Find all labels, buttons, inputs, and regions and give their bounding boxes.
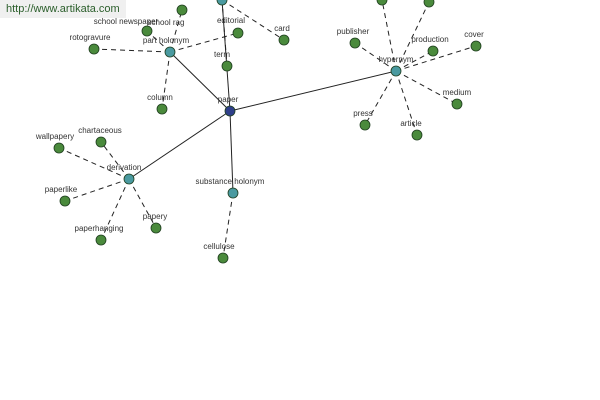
node-label-editorial: editorial xyxy=(217,16,245,25)
node-hyp-top1[interactable] xyxy=(376,0,388,6)
node-label-cellulose: cellulose xyxy=(203,242,235,251)
node-label-column: column xyxy=(147,93,173,102)
node-term-top[interactable] xyxy=(216,0,228,6)
edge-derivation-to-papery xyxy=(128,178,157,229)
site-url-label: http://www.artikata.com xyxy=(0,0,126,18)
edge-paper-to-hypernym xyxy=(229,70,397,112)
node-label-papery: papery xyxy=(143,212,167,221)
node-editorial[interactable] xyxy=(232,27,244,39)
node-cellulose[interactable] xyxy=(217,252,229,264)
node-term[interactable] xyxy=(221,60,233,72)
edge-derivation-to-paperlike xyxy=(64,178,130,202)
node-paper[interactable] xyxy=(224,105,236,117)
edge-hypernym-to-production xyxy=(395,50,434,72)
node-school-newspaper[interactable] xyxy=(141,25,153,37)
edge-derivation-to-paperhanging xyxy=(100,178,130,241)
edge-part_holonym-to-rotogravure xyxy=(93,48,171,53)
edge-paper-to-part_holonym xyxy=(169,51,231,112)
node-label-part-holonym: part holonym xyxy=(143,36,190,45)
node-label-hypernym: hypernym xyxy=(378,55,413,64)
node-label-paperhanging: paperhanging xyxy=(75,224,124,233)
edge-derivation-to-wallpapery xyxy=(58,147,130,180)
node-label-derivation: derivation xyxy=(107,163,142,172)
node-papery[interactable] xyxy=(150,222,162,234)
node-label-wallpapery: wallpapery xyxy=(35,132,74,141)
node-medium[interactable] xyxy=(451,98,463,110)
edge-term_top-to-term xyxy=(221,0,228,67)
node-chartaceous[interactable] xyxy=(95,136,107,148)
edge-paper-to-substance_holonym xyxy=(229,110,234,194)
node-label-rotogravure: rotogravure xyxy=(70,33,111,42)
nodes-layer xyxy=(53,0,482,264)
edge-substance_holonym-to-cellulose xyxy=(222,192,234,259)
edge-part_holonym-to-column xyxy=(161,51,171,110)
edge-hypernym-to-hyp_top2 xyxy=(395,1,430,72)
node-label-cover: cover xyxy=(464,30,484,39)
node-label-paper: paper xyxy=(218,95,239,104)
edge-hypernym-to-medium xyxy=(395,70,458,105)
node-column[interactable] xyxy=(156,103,168,115)
edge-hypernym-to-press xyxy=(364,70,397,126)
node-label-substance-holonym: substance holonym xyxy=(196,177,265,186)
node-paperhanging[interactable] xyxy=(95,234,107,246)
edge-hypernym-to-hyp_top1 xyxy=(381,0,397,72)
node-label-school-newspaper: school newspaper xyxy=(94,17,159,26)
node-label-card: card xyxy=(274,24,290,33)
node-press[interactable] xyxy=(359,119,371,131)
edge-hypernym-to-article xyxy=(395,70,418,136)
edge-hypernym-to-cover xyxy=(395,45,477,72)
node-article[interactable] xyxy=(411,129,423,141)
node-label-publisher: publisher xyxy=(337,27,370,36)
node-label-medium: medium xyxy=(443,88,472,97)
node-school-rag[interactable] xyxy=(176,4,188,16)
node-label-chartaceous: chartaceous xyxy=(78,126,122,135)
node-label-school-rag: school rag xyxy=(148,18,185,27)
edge-part_holonym-to-school_rag xyxy=(169,9,183,53)
node-wallpapery[interactable] xyxy=(53,142,65,154)
node-substance-holonym[interactable] xyxy=(227,187,239,199)
node-hyp-top2[interactable] xyxy=(423,0,435,8)
node-rotogravure[interactable] xyxy=(88,43,100,55)
edge-derivation-to-chartaceous xyxy=(100,141,130,180)
node-label-paperlike: paperlike xyxy=(45,185,78,194)
node-hypernym[interactable] xyxy=(390,65,402,77)
node-publisher[interactable] xyxy=(349,37,361,49)
node-part-holonym[interactable] xyxy=(164,46,176,58)
node-derivation[interactable] xyxy=(123,173,135,185)
edge-part_holonym-to-editorial xyxy=(169,32,239,53)
edge-paper-to-derivation xyxy=(128,110,231,180)
node-paperlike[interactable] xyxy=(59,195,71,207)
node-production[interactable] xyxy=(427,45,439,57)
node-label-term: term xyxy=(214,50,230,59)
labels-layer: paper part holonym hypernym derivation subst… xyxy=(35,16,484,251)
node-label-press: press xyxy=(353,109,373,118)
node-label-article: article xyxy=(400,119,422,128)
edges-layer xyxy=(58,0,477,259)
node-label-production: production xyxy=(411,35,448,44)
node-cover[interactable] xyxy=(470,40,482,52)
node-card[interactable] xyxy=(278,34,290,46)
edge-term_top-to-card xyxy=(221,0,285,41)
